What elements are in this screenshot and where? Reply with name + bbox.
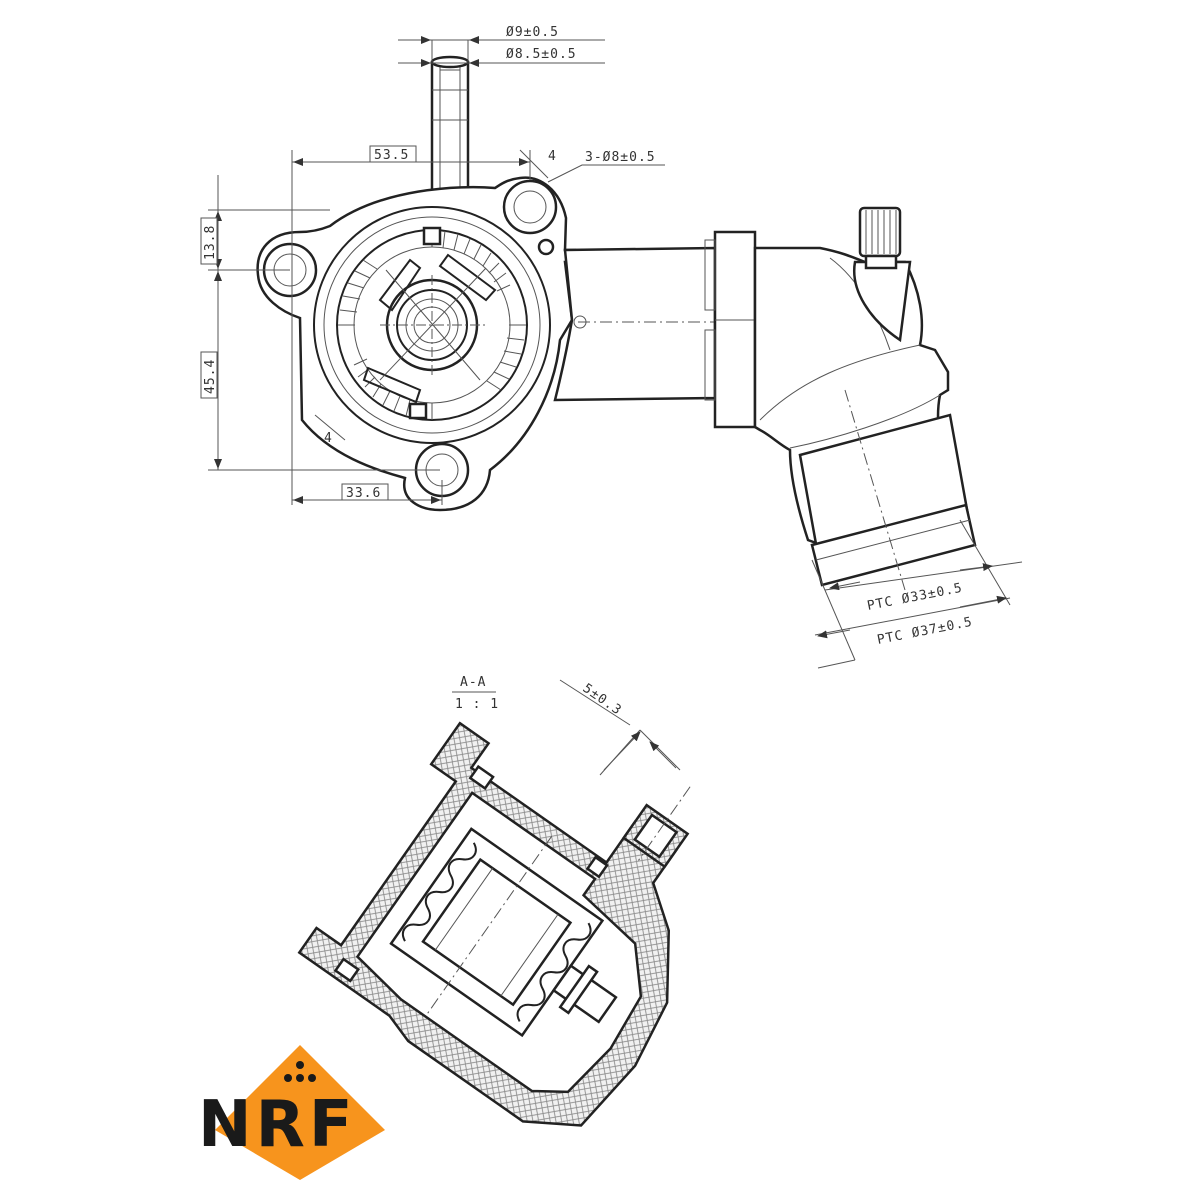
main-flange xyxy=(256,176,577,512)
dim-d-outer-small: Ø9±0.5 xyxy=(506,25,559,40)
dim-ptc-outer: PTC Ø37±0.5 xyxy=(876,615,974,648)
section-scale: 1 : 1 xyxy=(455,697,499,712)
dim-flange-bottom: 33.6 xyxy=(346,486,381,501)
top-view: Ø9±0.5 Ø8.5±0.5 53.5 4 3-Ø8±0.5 13.8 45.… xyxy=(200,25,1023,669)
side-outlet xyxy=(553,206,977,591)
dim-height-mid: 45.4 xyxy=(203,359,218,394)
dim-ptc-inner: PTC Ø33±0.5 xyxy=(866,581,964,614)
section-name: A-A xyxy=(460,675,486,690)
section-view: A-A 1 : 1 5±0.3 xyxy=(297,675,691,1127)
dim-flange-width: 53.5 xyxy=(374,148,409,163)
dim-section-wall: 5±0.3 xyxy=(580,681,625,719)
logo-text: NRF xyxy=(198,1088,357,1162)
logo-diamond xyxy=(215,1045,385,1180)
dim-angle-top: 4 xyxy=(548,149,557,164)
dim-height-top: 13.8 xyxy=(203,225,218,260)
nrf-logo: NRF xyxy=(198,1045,385,1180)
dim-d-inner-small: Ø8.5±0.5 xyxy=(506,47,577,62)
dim-angle-left: 4 xyxy=(324,431,333,446)
dim-bolt-holes: 3-Ø8±0.5 xyxy=(585,150,656,165)
top-nozzle xyxy=(430,55,470,192)
